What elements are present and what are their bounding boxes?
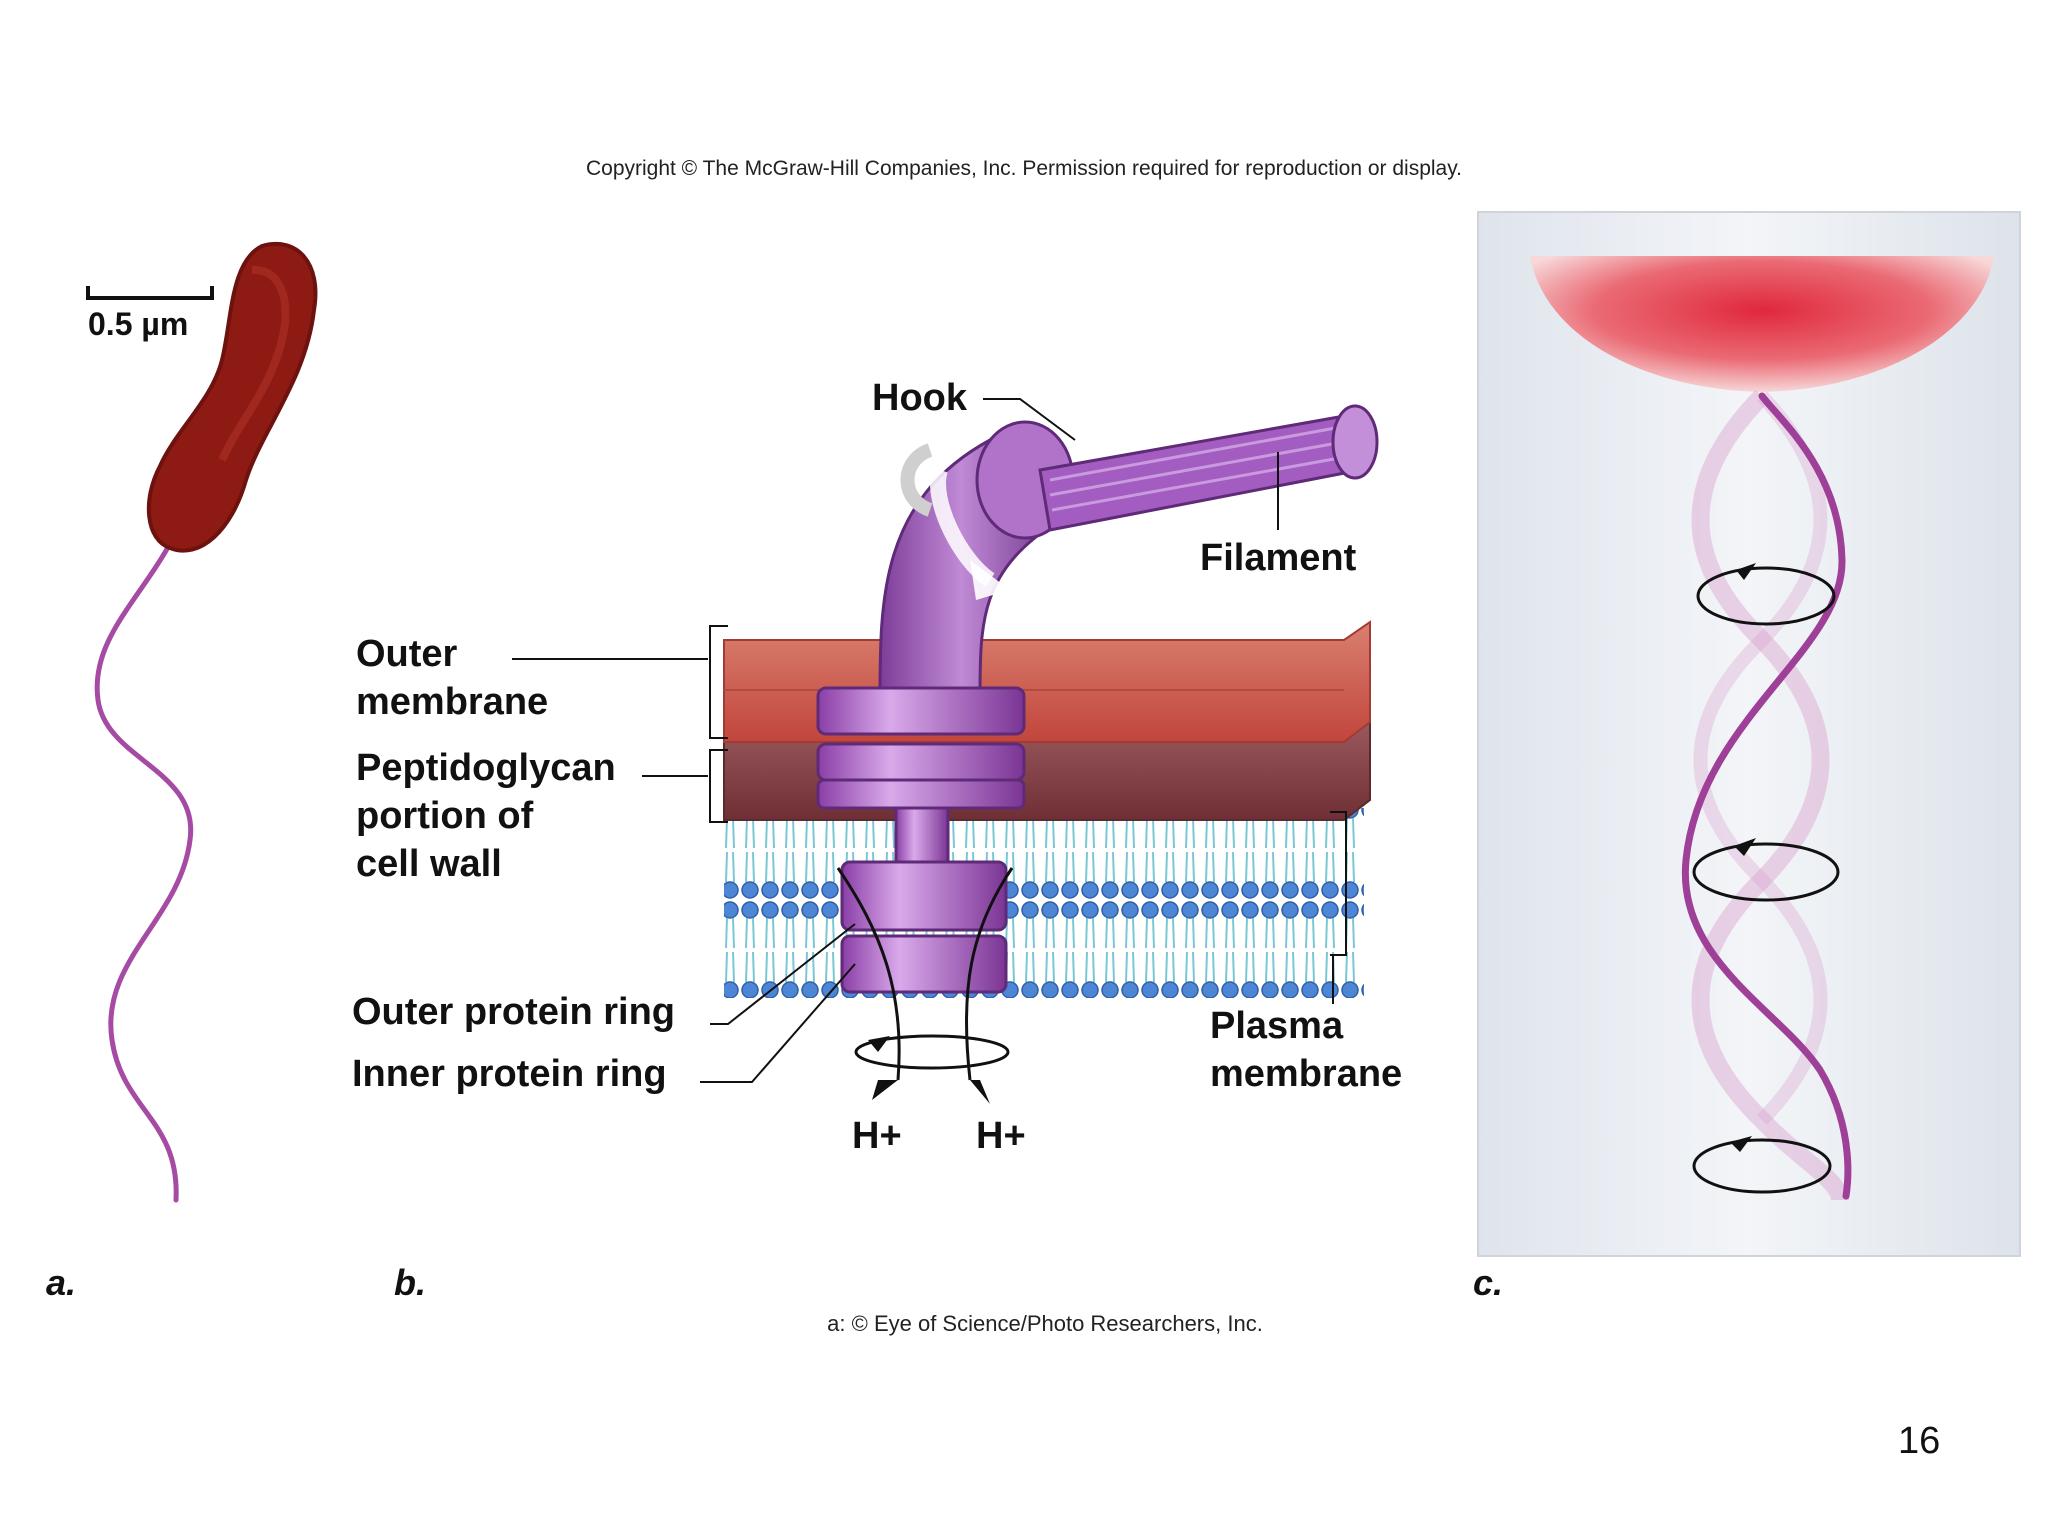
page-number: 16 [1898,1420,1941,1462]
label-hook: Hook [872,377,967,419]
copyright-notice: Copyright © The McGraw-Hill Companies, I… [585,157,1463,180]
photo-credit: a: © Eye of Science/Photo Researchers, I… [827,1311,1263,1336]
outer-protein-ring-shape [840,860,1008,932]
cell-end [1530,256,1994,392]
label-plasma-membrane-1: Plasma [1210,1005,1344,1047]
label-peptidoglycan-2: portion of [356,795,534,837]
scale-bar-label: 0.5 µm [88,306,189,342]
helical-flagellum [1681,392,1852,1200]
plasma-membrane-layer [724,808,1364,998]
label-proton-right: H+ [976,1115,1026,1157]
panel-b-flagellar-motor [512,398,1379,1104]
label-outer-membrane-1: Outer [356,633,458,675]
label-outer-protein-ring: Outer protein ring [352,991,675,1033]
panel-a-bacterium [86,242,318,1203]
label-proton-left: H+ [852,1115,902,1157]
panel-b-letter: b. [394,1262,426,1303]
flagellum [94,537,194,1203]
l-ring [816,686,1026,736]
label-plasma-membrane-2: membrane [1210,1053,1403,1095]
rotation-arrow-3 [1692,1138,1832,1194]
panel-c-letter: c. [1473,1262,1504,1303]
rotation-arrow-1 [1696,566,1836,626]
label-filament: Filament [1200,537,1357,579]
panel-c-helix [1477,211,2021,1257]
bacterium-cell [146,242,318,553]
rotation-arrow [854,1034,1010,1070]
label-peptidoglycan-1: Peptidoglycan [356,747,616,789]
p-ring [816,742,1026,782]
label-outer-membrane-2: membrane [356,681,549,723]
rotation-arrow-2 [1692,842,1840,902]
inner-protein-ring-shape [840,934,1008,994]
scale-bar [86,286,214,300]
rod [894,806,950,870]
panel-a-letter: a. [46,1262,77,1303]
label-inner-protein-ring: Inner protein ring [352,1053,667,1095]
label-peptidoglycan-3: cell wall [356,843,502,885]
